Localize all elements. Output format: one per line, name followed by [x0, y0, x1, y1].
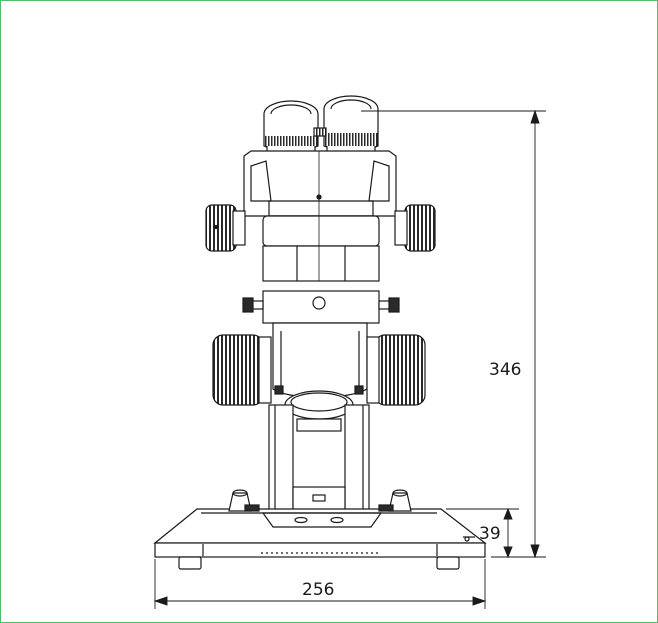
- base-width-label: 256: [302, 580, 334, 600]
- dimension-base-height: [446, 507, 519, 559]
- diopter-ring: [313, 127, 327, 137]
- total-height-label: 346: [489, 360, 521, 380]
- right-zoom-knob: [394, 204, 436, 252]
- stand-base: [153, 489, 487, 570]
- dimension-total-height: [361, 109, 546, 559]
- dimension-base-width: [153, 559, 487, 609]
- left-zoom-knob: [205, 204, 246, 252]
- base-height-label: 39: [479, 524, 501, 544]
- left-focus-knob: [212, 334, 272, 406]
- focus-mount: [242, 290, 400, 324]
- binocular-head: [243, 150, 397, 282]
- right-focus-knob: [366, 334, 426, 406]
- pillar: [268, 404, 370, 516]
- objective-body: [272, 322, 368, 420]
